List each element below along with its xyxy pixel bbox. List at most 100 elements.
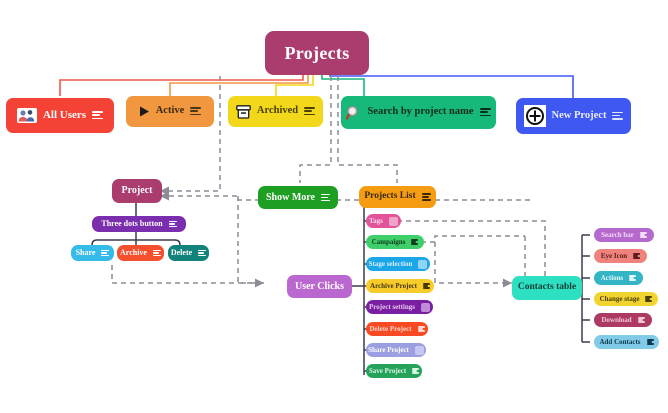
node-projects-list[interactable]: Projects List (359, 186, 436, 208)
link-all-users (59, 75, 304, 96)
node-label: Delete Project (369, 324, 412, 333)
note-icon[interactable] (646, 339, 654, 345)
node-campaigns[interactable]: Campaigns (366, 235, 424, 249)
note-icon[interactable] (152, 249, 161, 257)
node-active[interactable]: Active (126, 96, 214, 127)
node-stage-selection[interactable]: Stage selection (366, 257, 430, 271)
link-user-clicks (237, 196, 264, 288)
node-search-bar[interactable]: Search bar (594, 228, 654, 242)
node-user-clicks[interactable]: User Clicks (287, 275, 352, 298)
node-label: Share Project (368, 345, 409, 354)
node-label: New Project (551, 109, 607, 121)
note-icon[interactable] (612, 111, 624, 121)
node-label: Archive Project (370, 281, 417, 290)
link-project-b (160, 191, 530, 201)
node-delete-project[interactable]: Delete Project (366, 322, 428, 336)
note-icon[interactable] (417, 326, 425, 332)
search-icon (346, 105, 361, 120)
link-projects-list (337, 76, 398, 183)
node-project[interactable]: Project (112, 179, 162, 203)
node-actions[interactable]: Actions (594, 271, 643, 285)
note-icon[interactable] (639, 232, 647, 238)
note-icon[interactable] (304, 107, 316, 116)
square-note-icon[interactable] (388, 216, 398, 226)
node-label: Search by project name (367, 106, 474, 118)
node-label: Stage selection (368, 259, 413, 268)
node-show-more[interactable]: Show More (258, 186, 338, 209)
link-project-a (160, 76, 221, 196)
archive-icon (236, 104, 251, 119)
node-label: Actions (600, 273, 624, 282)
node-label: Campaigns (371, 237, 406, 246)
node-three-dots-button[interactable]: Three dots button (92, 216, 186, 232)
node-delete[interactable]: Delete (168, 245, 209, 261)
link-campaigns-up (412, 235, 525, 243)
users-icon (16, 108, 37, 123)
root-label: Projects (284, 43, 350, 63)
note-icon[interactable] (101, 249, 110, 257)
node-label: Eye Icon (600, 251, 628, 260)
note-icon[interactable] (412, 368, 420, 374)
node-search-by-project-name[interactable]: Search by project name (341, 96, 496, 129)
node-label: Download (601, 315, 632, 324)
note-icon[interactable] (421, 193, 431, 201)
note-icon[interactable] (645, 296, 653, 302)
note-icon[interactable] (479, 108, 491, 117)
node-label: Project (121, 185, 153, 196)
node-archive-project[interactable]: Archive Project (366, 279, 434, 293)
note-icon[interactable] (320, 193, 330, 202)
note-icon[interactable] (411, 239, 419, 245)
node-label: Project settings (369, 302, 415, 311)
node-tags[interactable]: Tags (366, 214, 401, 228)
node-label: Show More (266, 191, 315, 203)
node-download[interactable]: Download (594, 313, 652, 327)
node-contacts-table[interactable]: Contacts table (512, 276, 582, 300)
node-label: Search bar (601, 230, 634, 239)
play-icon (139, 106, 150, 117)
plus-circle-icon (523, 105, 546, 127)
note-icon[interactable] (92, 111, 104, 120)
link-new-project (329, 75, 574, 98)
node-share-project[interactable]: Share Project (366, 343, 426, 357)
node-change-stage[interactable]: Change stage (594, 292, 658, 306)
node-label: All Users (42, 109, 87, 121)
link-campaigns-contacts (434, 242, 512, 288)
node-label: Active (155, 105, 185, 117)
note-icon[interactable] (633, 253, 641, 259)
node-label: Delete (170, 248, 193, 257)
note-icon[interactable] (198, 249, 207, 257)
node-label: Archive (120, 248, 147, 257)
node-save-project[interactable]: Save Project (366, 364, 422, 378)
node-all-users[interactable]: All Users (6, 98, 114, 133)
note-icon[interactable] (190, 107, 202, 116)
link-show-more (299, 76, 332, 183)
node-label: Contacts table (517, 282, 577, 293)
link-ct-branches (582, 234, 590, 343)
link-search (321, 75, 365, 96)
node-label: Three dots button (101, 219, 163, 228)
node-eye-icon-item[interactable]: Eye Icon (594, 249, 647, 263)
square-note-icon[interactable] (414, 345, 424, 355)
square-note-icon[interactable] (420, 302, 430, 312)
note-icon[interactable] (629, 275, 637, 281)
node-label: Add Contacts (599, 337, 641, 346)
node-archive[interactable]: Archive (117, 245, 164, 261)
node-new-project[interactable]: New Project (516, 98, 631, 134)
node-archived[interactable]: Archived (228, 96, 323, 127)
root-node-projects[interactable]: Projects (265, 31, 369, 75)
node-project-settings[interactable]: Project settings (366, 300, 433, 314)
node-label: Share (75, 248, 96, 257)
note-icon[interactable] (423, 283, 430, 289)
node-label: Tags (369, 216, 383, 225)
node-label: Save Project (368, 366, 407, 375)
link-active (169, 75, 309, 96)
node-add-contacts[interactable]: Add Contacts (594, 335, 659, 349)
note-icon[interactable] (637, 317, 645, 323)
link-left-user-clicks (111, 265, 264, 284)
note-icon[interactable] (168, 220, 177, 228)
node-label: Projects List (364, 191, 416, 202)
square-note-icon[interactable] (418, 259, 428, 269)
node-label: Change stage (599, 294, 640, 303)
node-share[interactable]: Share (71, 245, 114, 261)
